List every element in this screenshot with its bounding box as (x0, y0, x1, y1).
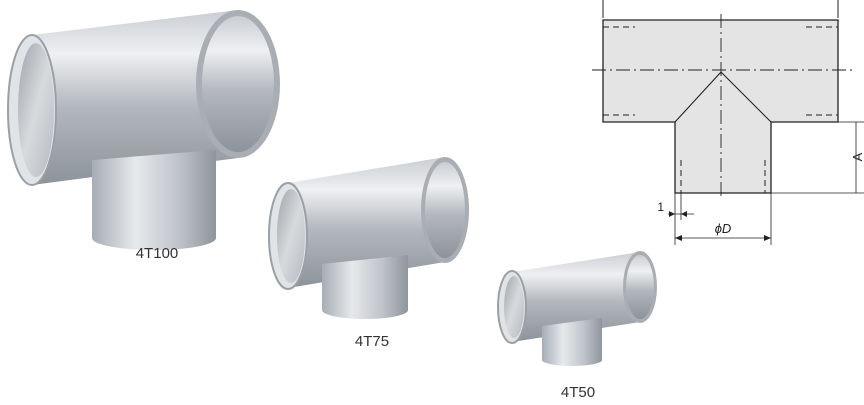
height-label: A (850, 152, 864, 161)
tee-4t100-image (7, 10, 280, 250)
model-label-4t75: 4T75 (355, 333, 389, 350)
wall-thickness-label: 1 (657, 200, 664, 214)
tee-outline (602, 19, 839, 194)
tee-4t50-image (497, 251, 657, 366)
model-label-4t50: 4T50 (561, 384, 595, 401)
tee-4t75-image (268, 157, 469, 319)
model-label-4t100: 4T100 (136, 245, 179, 262)
diameter-label: ϕD (715, 221, 732, 236)
dimension-drawing (592, 0, 864, 245)
